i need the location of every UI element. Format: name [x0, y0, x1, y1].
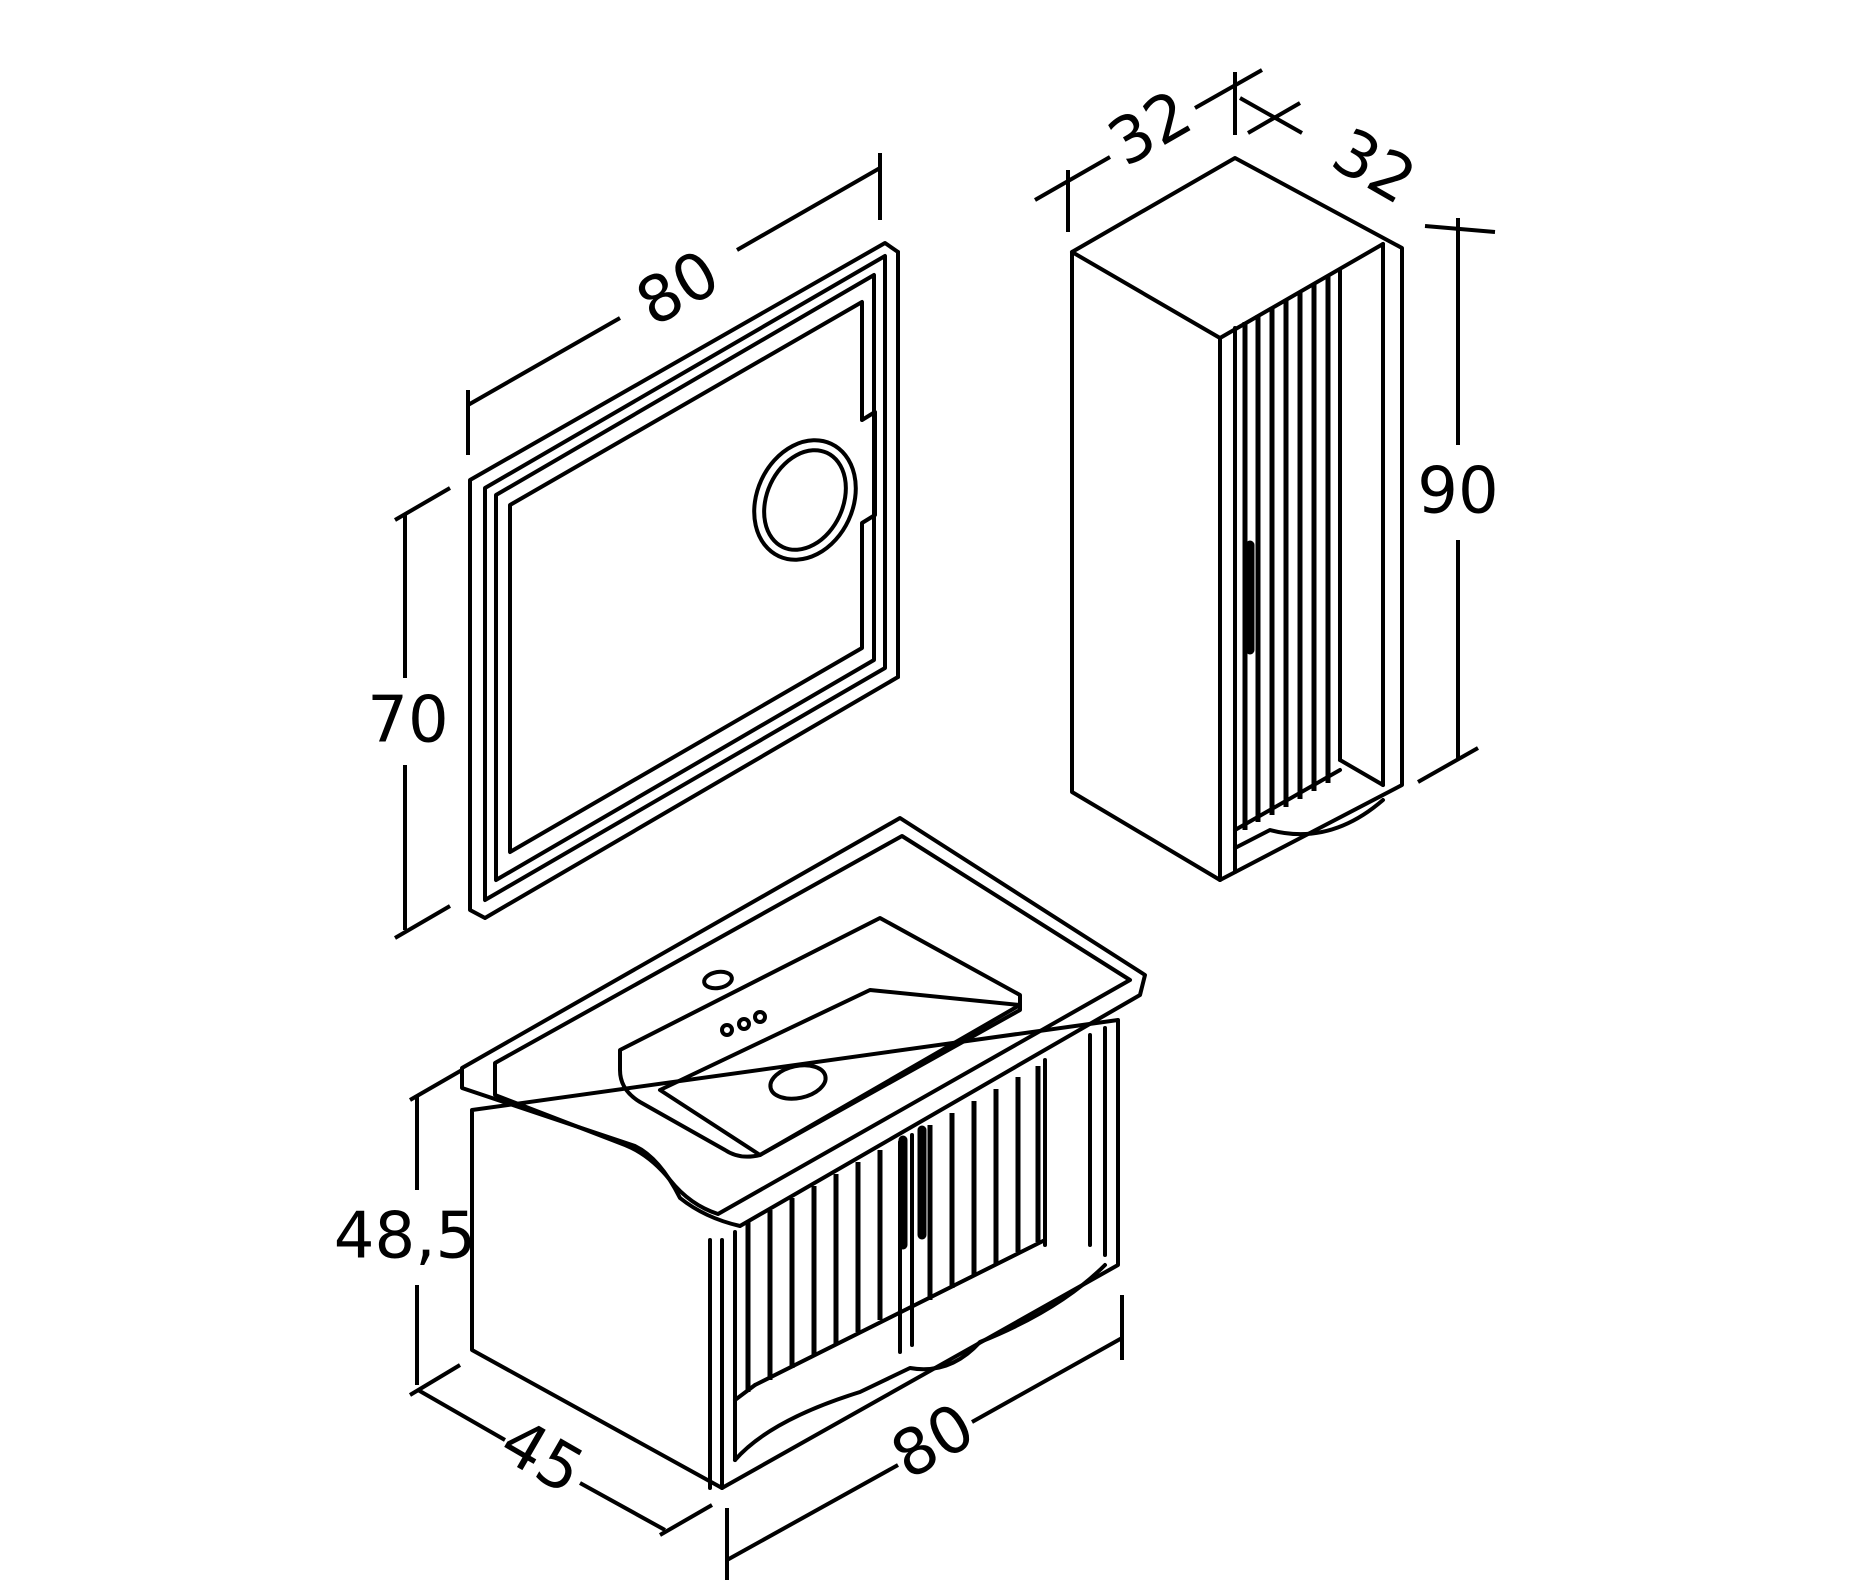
mirror-width-label: 80 — [625, 237, 733, 342]
cabinet-width-label: 32 — [1097, 77, 1205, 182]
magnifier-mirror — [752, 438, 858, 562]
vanity-height-dimension: 48,5 — [334, 1068, 477, 1397]
cabinet-depth-dimension: 32 — [1239, 96, 1428, 220]
vanity-door-slats — [745, 1066, 1041, 1392]
tap-hole-1 — [720, 1023, 734, 1037]
cabinet-height-label: 90 — [1417, 455, 1498, 529]
vanity-height-label: 48,5 — [334, 1200, 477, 1274]
cabinet-depth-label: 32 — [1320, 115, 1428, 220]
vanity-depth-label: 45 — [488, 1405, 596, 1510]
vanity-width-dimension: 80 — [725, 1295, 1124, 1580]
vanity-cabinet — [470, 1018, 1120, 1490]
vanity-basin — [460, 816, 1147, 1228]
cabinet-height-dimension: 90 — [1417, 218, 1499, 784]
vanity-width-label: 80 — [880, 1390, 988, 1495]
tap-hole-2 — [737, 1017, 751, 1031]
tall-cabinet — [1070, 156, 1404, 882]
overflow-hole — [702, 969, 734, 991]
cabinet-door-slats — [1242, 275, 1331, 830]
mirror-height-dimension: 70 — [367, 486, 452, 940]
vanity-depth-dimension: 45 — [417, 1388, 713, 1537]
mirror-height-label: 70 — [367, 684, 448, 758]
tap-hole-3 — [753, 1010, 767, 1024]
mirror — [468, 241, 900, 920]
